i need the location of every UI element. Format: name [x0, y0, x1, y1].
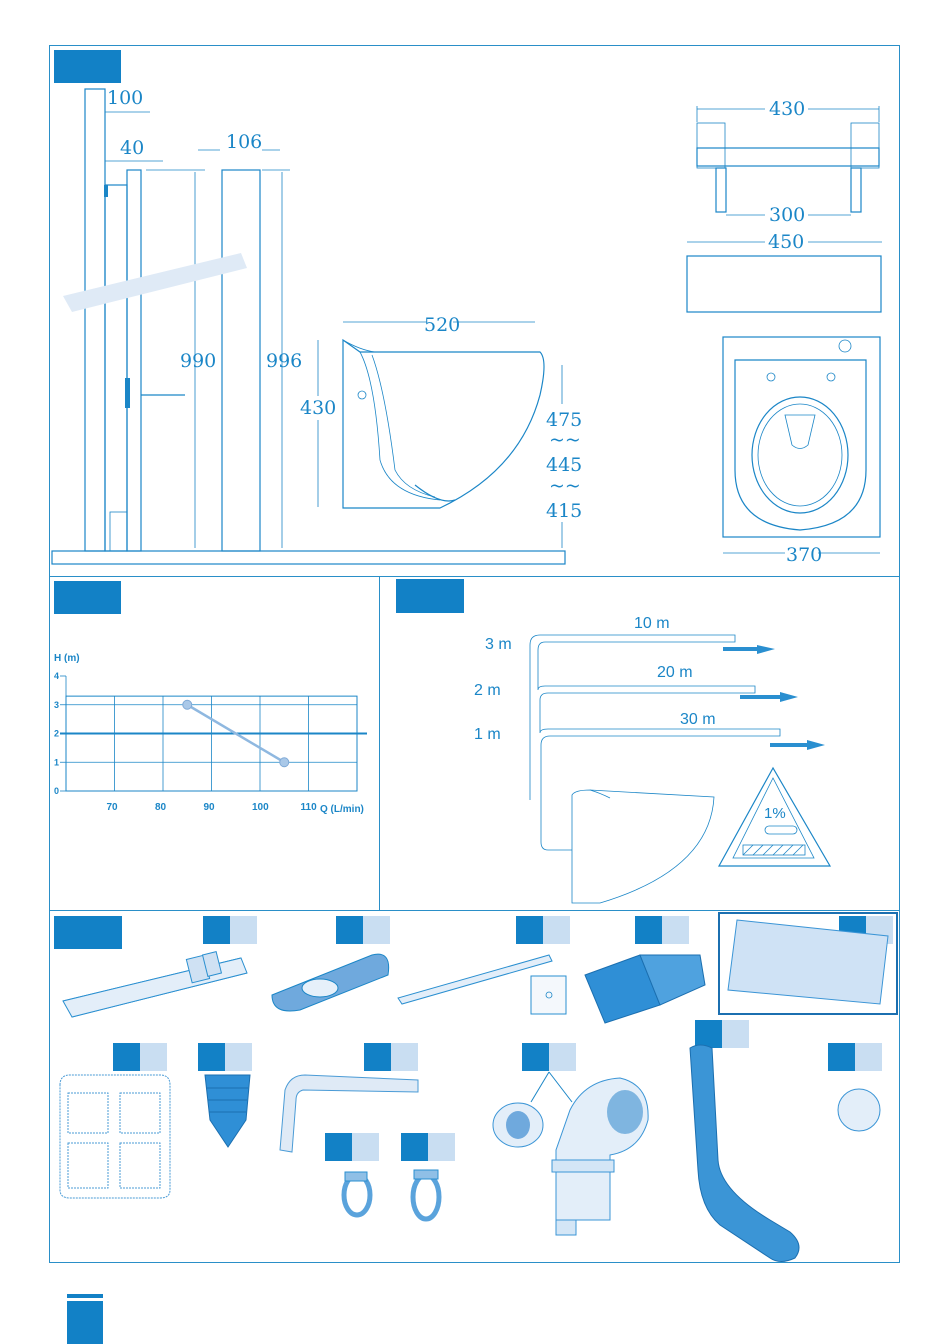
dim-430-side: 430	[300, 397, 336, 419]
chart-xtick-3: 100	[252, 802, 269, 813]
connector-and-elbow-part	[493, 1072, 648, 1235]
dim-430-top: 430	[769, 98, 805, 120]
length-10m: 10 m	[634, 615, 670, 632]
length-30m: 30 m	[680, 711, 716, 728]
height-2m: 2 m	[474, 682, 501, 699]
cap-part	[838, 1089, 880, 1131]
chart-ylabel: H (m)	[54, 653, 80, 664]
chart-ytick-1: 1	[54, 757, 59, 767]
dim-415: 415	[546, 500, 582, 522]
l-tube-part	[280, 1075, 418, 1152]
rubber-plug-part	[585, 955, 705, 1023]
hose-clamp-2-part	[413, 1170, 439, 1219]
dim-520: 520	[424, 314, 460, 336]
chart-xtick-0: 70	[107, 802, 119, 813]
dim-996: 996	[266, 350, 302, 372]
bracket-top-view	[697, 106, 879, 215]
wedge-tube-part	[272, 954, 389, 1011]
dim-445: 445	[546, 454, 582, 476]
chart-xtick-4: 110	[301, 802, 318, 813]
toilet-top-view	[723, 337, 880, 553]
bent-hose-part	[690, 1045, 799, 1262]
height-3m: 3 m	[485, 636, 512, 653]
dimension-lines-side	[105, 108, 562, 548]
dim-475: 475	[546, 409, 582, 431]
threaded-rod-plate-part	[398, 955, 566, 1014]
dim-990: 990	[180, 350, 216, 372]
tilde-1: ~~	[549, 429, 581, 451]
chart-ytick-0: 0	[54, 786, 59, 796]
tilde-2: ~~	[549, 475, 581, 497]
toilet-side-view	[343, 340, 544, 508]
dim-300: 300	[769, 204, 805, 226]
chart-ytick-3: 3	[54, 700, 59, 710]
chart-ytick-2: 2	[54, 729, 59, 739]
parts-illustrations	[60, 253, 897, 1262]
chart-ytick-4: 4	[54, 671, 59, 681]
chart-point-0-0	[183, 700, 192, 709]
slope-label: 1%	[764, 805, 786, 822]
chart-xlabel: Q (L/min)	[320, 804, 364, 815]
chart-xtick-2: 90	[204, 802, 216, 813]
mesh-filter-part	[719, 913, 897, 1014]
dim-40: 40	[120, 137, 144, 159]
dim-450: 450	[768, 231, 804, 253]
pump-curve-chart: H (m) Q (L/min) 70 80 90 100 110 0 1 2 3 4	[54, 653, 367, 815]
dim-106: 106	[226, 131, 262, 153]
threaded-rod-part	[63, 253, 247, 1017]
length-20m: 20 m	[657, 664, 693, 681]
chart-xtick-1: 80	[155, 802, 167, 813]
wall-side-view	[52, 89, 565, 564]
height-1m: 1 m	[474, 726, 501, 743]
hose-clamp-1-part	[344, 1172, 370, 1215]
dim-370: 370	[786, 544, 822, 566]
dim-100: 100	[107, 87, 143, 109]
cone-seal-part	[205, 1075, 250, 1147]
template-sheet-part	[60, 1075, 170, 1198]
chart-point-0-1	[280, 758, 289, 767]
